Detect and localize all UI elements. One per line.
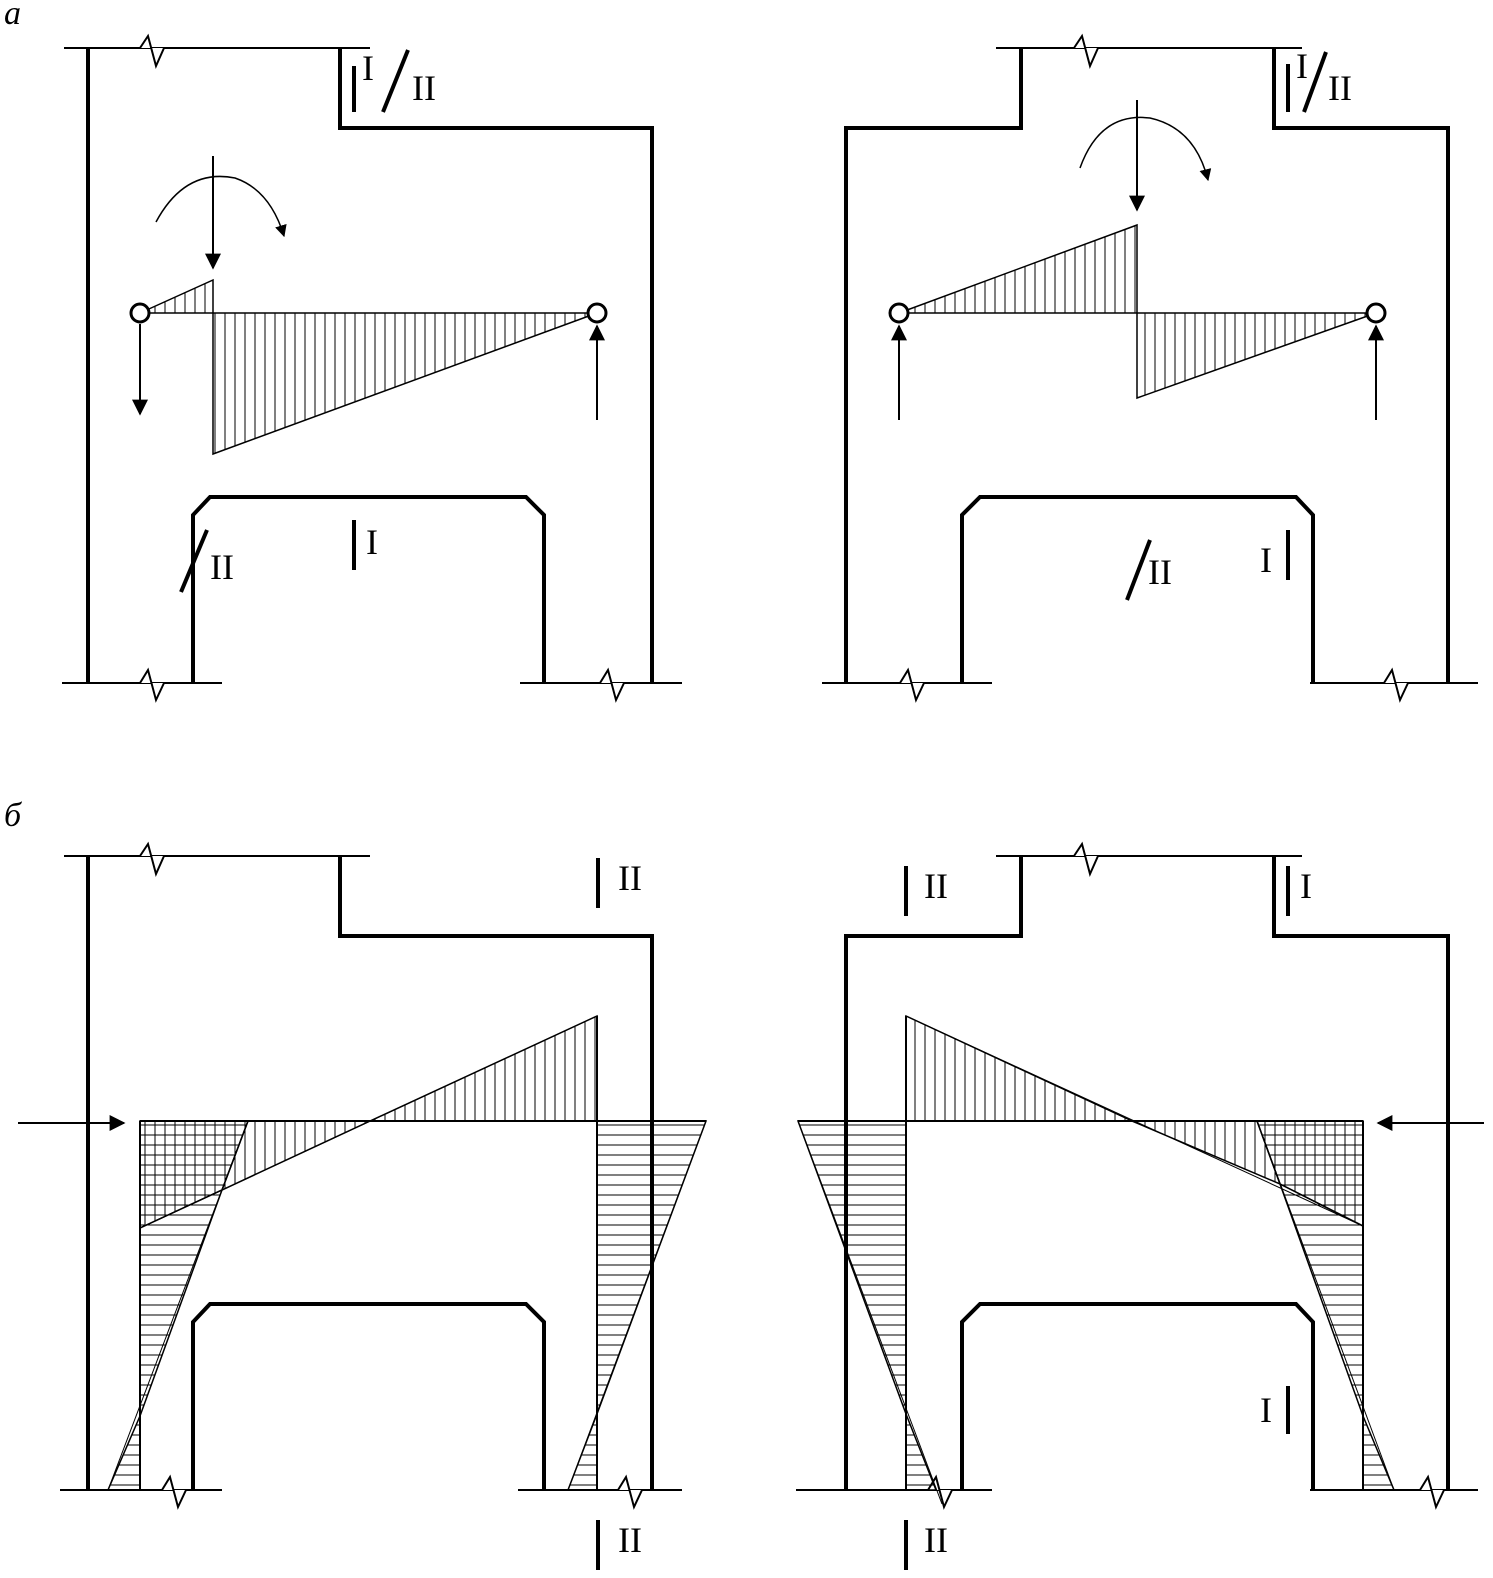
panel-b-right-moment-diagram bbox=[796, 1014, 1484, 1505]
section-label-I: I bbox=[366, 522, 378, 562]
panel-a-left-frame bbox=[62, 33, 682, 703]
section-label-II: II bbox=[618, 1520, 642, 1560]
hinge-support-left bbox=[888, 302, 910, 324]
section-label-II: II bbox=[210, 547, 234, 587]
panel-a-left-section-marks: I II II I bbox=[179, 48, 436, 593]
panel-b-left-moment-diagram bbox=[18, 1014, 708, 1491]
section-label-II: II bbox=[1328, 68, 1352, 108]
section-label-I: I bbox=[1260, 1390, 1272, 1430]
panel-a-label: а bbox=[4, 0, 21, 32]
section-label-I: I bbox=[1300, 866, 1312, 906]
panel-b-right-section-marks: II I I II bbox=[904, 866, 1312, 1570]
panel-a-left-moment-diagram bbox=[129, 156, 608, 456]
hinge-support-left bbox=[129, 302, 151, 324]
section-label-II: II bbox=[618, 858, 642, 898]
section-label-I: I bbox=[1260, 540, 1272, 580]
section-label-II: II bbox=[1148, 552, 1172, 592]
section-label-I: I bbox=[362, 48, 374, 88]
section-label-II: II bbox=[412, 68, 436, 108]
hinge-support-right bbox=[1365, 302, 1387, 324]
hinge-support-right bbox=[586, 302, 608, 324]
panel-a-right-frame bbox=[822, 33, 1478, 703]
section-label-II: II bbox=[924, 866, 948, 906]
panel-b-left-section-marks: II II bbox=[596, 858, 642, 1570]
moment-arrow-clockwise bbox=[1079, 116, 1212, 182]
section-label-I: I bbox=[1296, 46, 1308, 86]
moment-arrow-clockwise bbox=[155, 175, 287, 238]
section-label-II: II bbox=[924, 1520, 948, 1560]
panel-a-right-section-marks: I II II I bbox=[1125, 46, 1352, 601]
panel-a-right-moment-diagram bbox=[888, 100, 1387, 420]
panel-b-label: б bbox=[4, 797, 23, 834]
